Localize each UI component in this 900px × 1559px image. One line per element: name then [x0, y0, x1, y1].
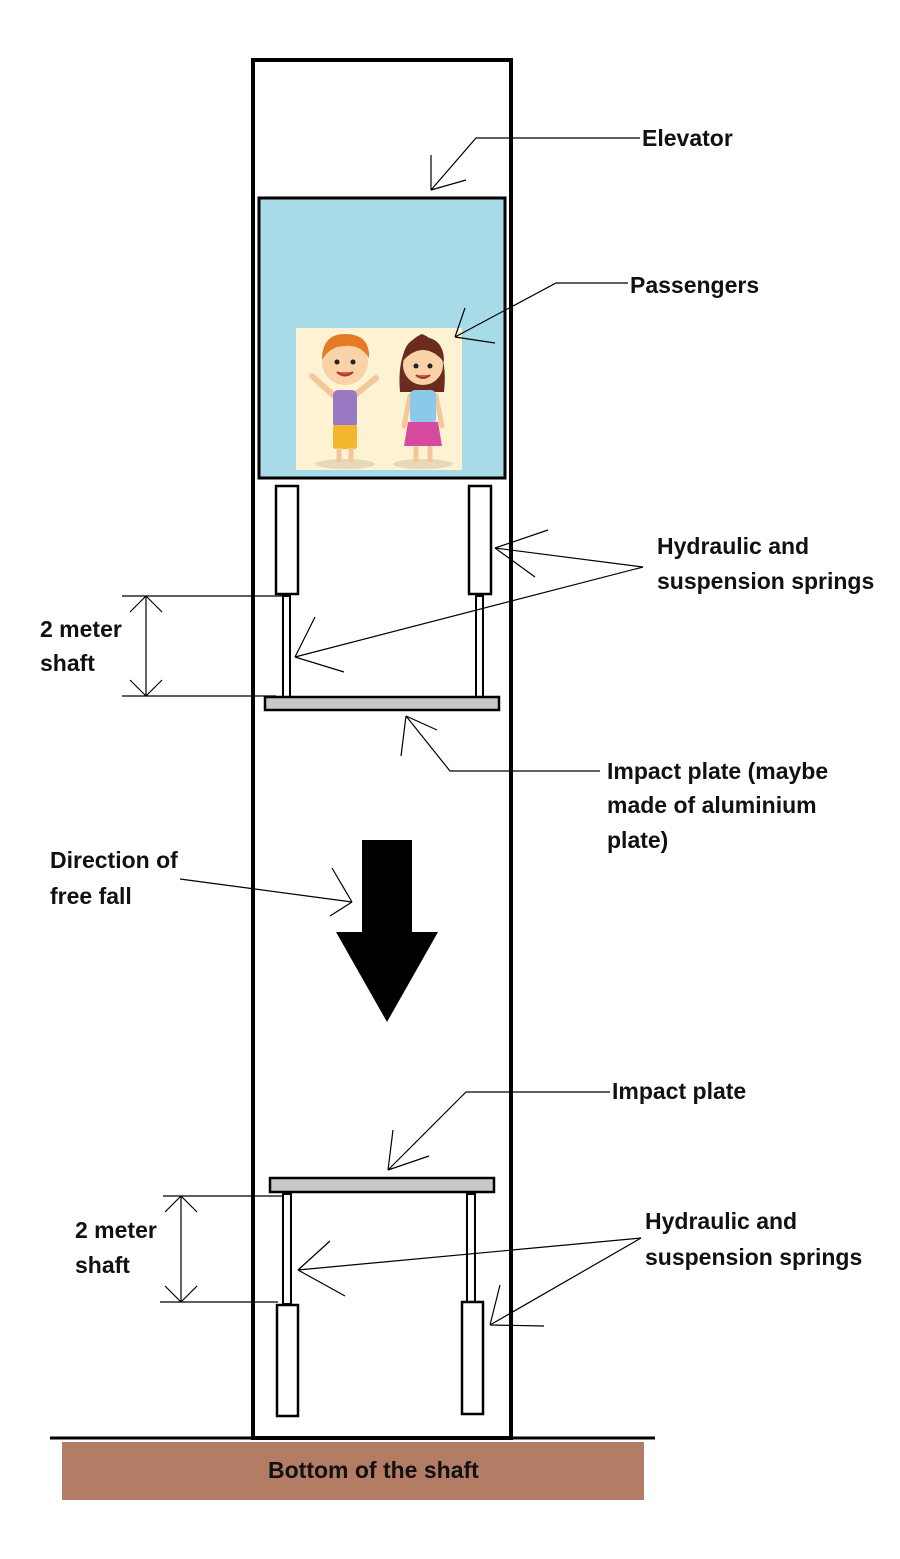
impact-plate-top-label-line3: plate) — [607, 827, 668, 853]
hydraulic-bottom-pointer-left — [297, 1237, 642, 1297]
ground-soil — [62, 1442, 644, 1500]
hydraulic-top-label-line1: Hydraulic and — [657, 533, 809, 559]
impact-plate-bottom-pointer — [387, 1091, 610, 1171]
elevator-label: Elevator — [642, 125, 733, 151]
elevator-pointer — [430, 137, 640, 191]
top-left-cylinder — [274, 484, 300, 596]
hydraulic-top-pointer-left — [294, 566, 644, 673]
direction-label-line1: Direction of — [50, 847, 178, 873]
hydraulic-bottom-pointer-right — [489, 1237, 642, 1327]
top-impact-plate — [263, 695, 501, 712]
free-fall-arrow — [336, 840, 438, 1022]
shaft-top-label-line2: shaft — [40, 650, 95, 676]
ground-label: Bottom of the shaft — [268, 1457, 479, 1483]
elevator-cabin — [257, 196, 507, 480]
passengers-label: Passengers — [630, 272, 759, 298]
bottom-left-cylinder — [275, 1303, 300, 1418]
top-right-rod — [475, 595, 484, 698]
top-left-rod — [282, 595, 291, 698]
impact-plate-bottom-label: Impact plate — [612, 1078, 746, 1104]
hydraulic-top-pointer-right — [494, 529, 644, 578]
passenger-girl — [399, 334, 445, 462]
bottom-hydraulic-springs — [275, 1193, 485, 1418]
hydraulic-bottom-label-line2: suspension springs — [645, 1244, 862, 1270]
shaft-bottom-dimension — [160, 1195, 283, 1303]
hydraulic-bottom-label-line1: Hydraulic and — [645, 1208, 797, 1234]
top-right-cylinder — [467, 484, 493, 596]
direction-pointer — [179, 867, 353, 917]
shaft-top-dimension — [122, 595, 283, 697]
bottom-right-rod — [466, 1193, 476, 1305]
direction-label-line2: free fall — [50, 883, 132, 909]
top-hydraulic-springs — [274, 484, 493, 698]
impact-plate-top-label-line2: made of aluminium — [607, 792, 817, 818]
shaft-top-label-line1: 2 meter — [40, 616, 122, 642]
ground: Bottom of the shaft — [50, 1436, 655, 1500]
impact-plate-top-pointer — [400, 715, 600, 772]
passenger-boy — [309, 334, 379, 462]
impact-plate-top-label-line1: Impact plate (maybe — [607, 758, 828, 784]
shaft-bottom-label-line2: shaft — [75, 1252, 130, 1278]
bottom-impact-plate — [268, 1176, 496, 1194]
bottom-left-rod — [282, 1193, 292, 1305]
passengers-pointer — [454, 282, 628, 344]
bottom-right-cylinder — [460, 1300, 485, 1416]
hydraulic-top-label-line2: suspension springs — [657, 568, 874, 594]
shaft-bottom-label-line1: 2 meter — [75, 1217, 157, 1243]
